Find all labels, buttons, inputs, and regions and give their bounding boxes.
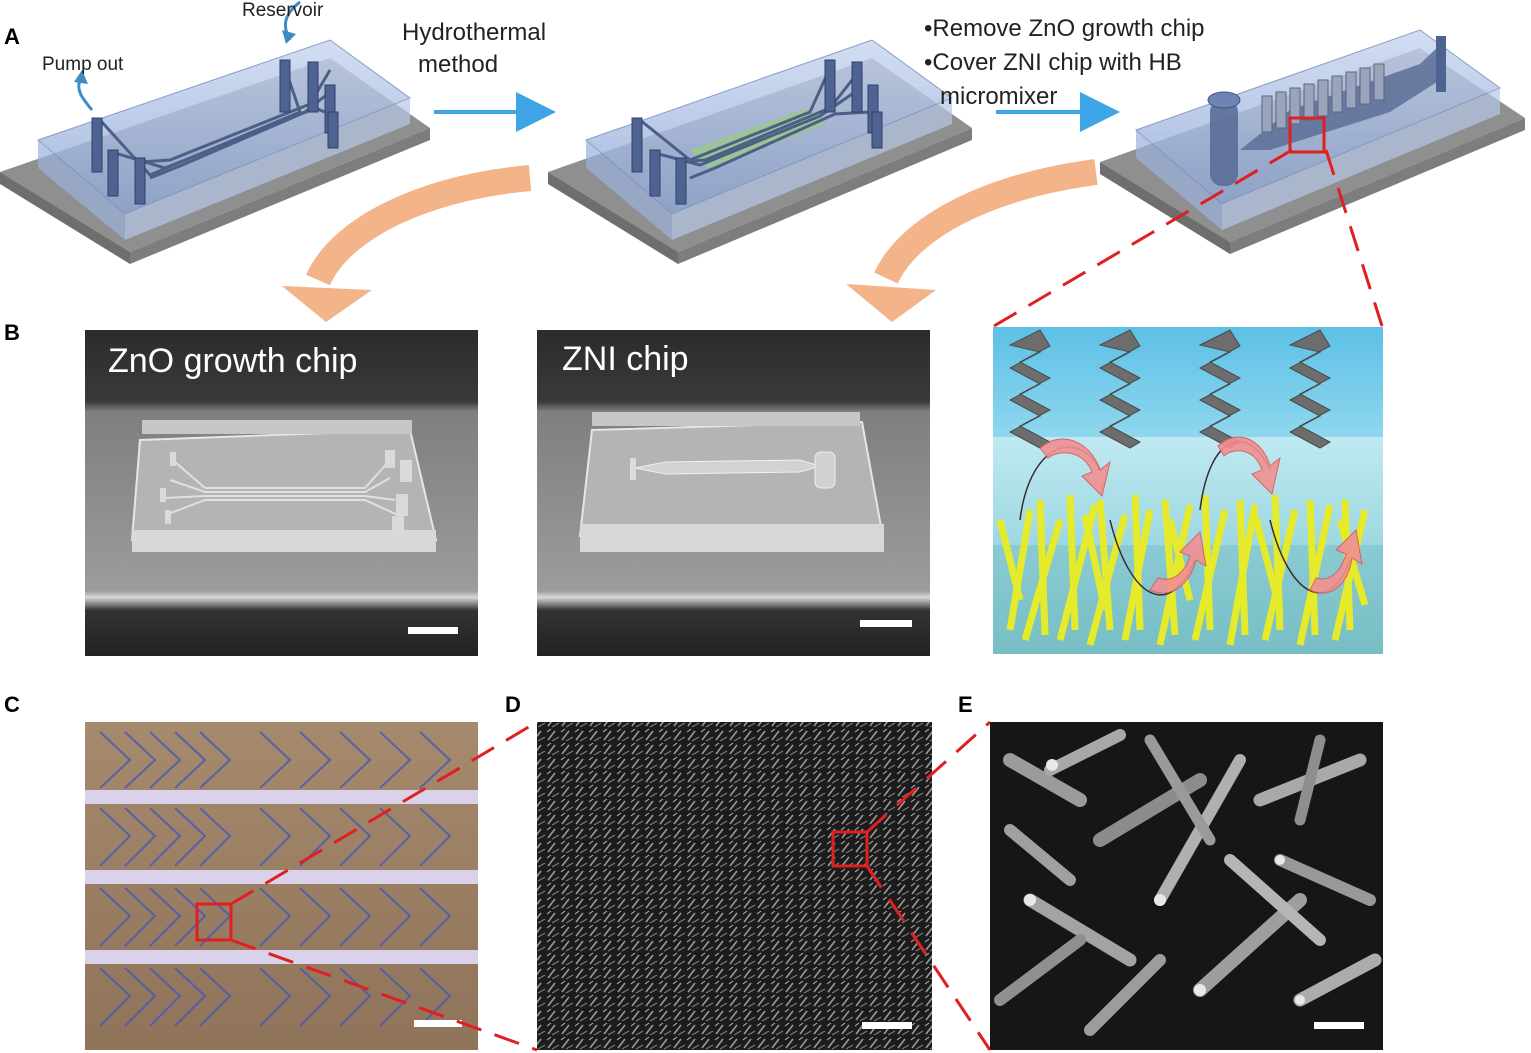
sem-image-high-mag — [990, 722, 1383, 1050]
photo-zno-growth-chip — [85, 330, 478, 656]
zoom-line-d-top — [866, 720, 991, 834]
panel-label-b: B — [4, 320, 20, 345]
sem-image-low-mag — [537, 722, 932, 1050]
panel-label-a: A — [4, 24, 20, 49]
chip-diagram-1 — [0, 39, 430, 264]
panel-label-d: D — [505, 692, 521, 717]
chip-diagram-2 — [548, 39, 972, 264]
pump-out-label: Pump out — [42, 54, 124, 75]
zoom-line-c-bottom — [230, 938, 538, 1052]
photo-title-zno-growth-chip: ZnO growth chip — [108, 342, 357, 380]
chip-diagram-3 — [1100, 29, 1525, 254]
step1-label-line1: Hydrothermal — [402, 19, 546, 46]
connector-curve-2 — [874, 159, 1098, 284]
pump-out-pointer — [77, 79, 94, 111]
zoom-line-c-top — [230, 720, 538, 906]
step1-label-line2: method — [418, 51, 498, 78]
zoom-line-d-bottom — [865, 865, 992, 1051]
micrograph-hb-micromixer — [85, 722, 478, 1050]
reservoir-pointer-head — [282, 30, 296, 44]
panel-label-c: C — [4, 692, 20, 717]
step2-label-line1: •Remove ZnO growth chip — [924, 15, 1205, 42]
zoom-line-a-right — [1324, 149, 1384, 327]
connector-head-2 — [846, 284, 936, 322]
photo-title-zni-chip: ZNI chip — [562, 340, 689, 378]
step2-label-line3: micromixer — [940, 83, 1057, 110]
step2-label-line2: •Cover ZNI chip with HB — [924, 49, 1182, 76]
connector-head-1 — [282, 286, 372, 322]
pump-out-pointer-head — [74, 70, 88, 84]
nanowire-mixing-schematic — [993, 327, 1383, 654]
reservoir-label: Reservoir — [242, 0, 324, 21]
photo-zni-chip — [537, 330, 930, 656]
connector-curve-1 — [306, 165, 532, 286]
zoom-line-a-left — [993, 148, 1293, 328]
panel-label-e: E — [958, 692, 973, 717]
